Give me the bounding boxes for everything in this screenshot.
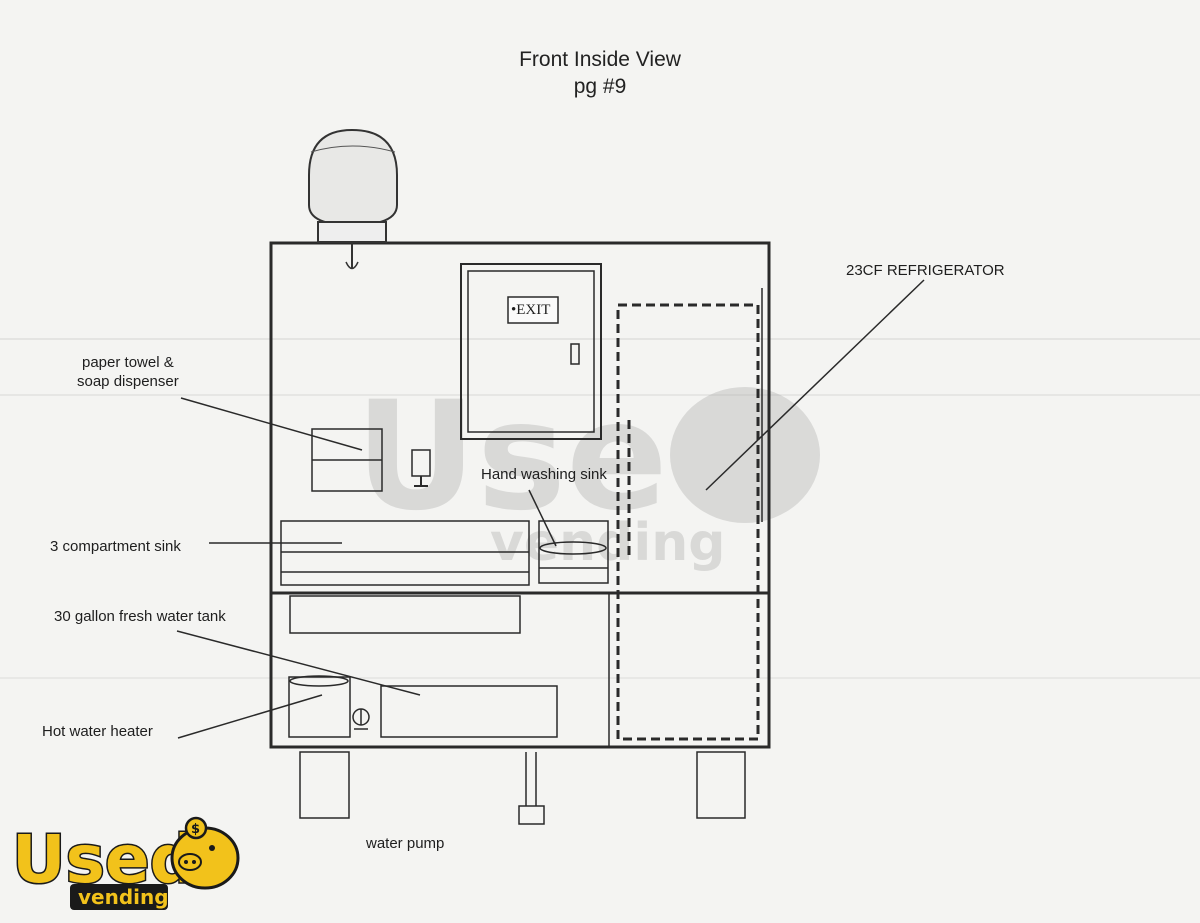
under-counter-drawer [289, 595, 521, 634]
leader-fresh-water-tank [176, 630, 421, 696]
label-water-pump: water pump [366, 835, 445, 852]
fresh-water-tank [380, 685, 558, 738]
label-paper-towel: paper towel & [82, 354, 174, 371]
leader-lines [176, 279, 925, 739]
leader-hot-water-heater [177, 694, 323, 739]
exit-sign [507, 296, 559, 324]
left-support-leg [299, 751, 350, 819]
logo-vending-text: vending [78, 885, 169, 909]
roof-vent-dome [308, 128, 398, 270]
exit-sign-text: •EXIT [511, 302, 551, 318]
refrigerator-23cf [616, 288, 763, 741]
label-refrigerator: 23CF REFRIGERATOR [846, 262, 1005, 279]
svg-text:Use: Use [355, 370, 668, 544]
used-vending-logo: Used $ [11, 816, 240, 910]
right-support-leg [696, 751, 746, 819]
leader-hand-washing-sink [528, 489, 557, 547]
center-jack [518, 752, 545, 825]
door-handle [570, 343, 580, 365]
label-soap-dispenser: soap dispenser [77, 373, 179, 390]
label-hand-washing-sink: Hand washing sink [481, 466, 607, 483]
hand-washing-sink [538, 520, 609, 584]
svg-text:Used: Used [12, 821, 197, 898]
three-compartment-sink [280, 520, 530, 586]
page-number: pg #9 [573, 75, 627, 98]
leader-paper-towel [180, 397, 363, 451]
page-title: Front Inside View [519, 48, 681, 71]
svg-text:$: $ [191, 822, 200, 837]
label-fresh-water-tank: 30 gallon fresh water tank [54, 608, 226, 625]
watermark-logo: Use vending [355, 370, 820, 573]
label-three-compartment-sink: 3 compartment sink [50, 538, 181, 555]
pump-motor [352, 708, 370, 730]
label-hot-water-heater: Hot water heater [42, 723, 153, 740]
hot-water-heater [288, 675, 351, 738]
leader-refrigerator [705, 279, 925, 491]
exit-door [460, 263, 602, 440]
paper-towel-dispenser [311, 428, 383, 492]
trailer-body-outline [269, 241, 771, 749]
soap-dispenser [411, 449, 431, 487]
